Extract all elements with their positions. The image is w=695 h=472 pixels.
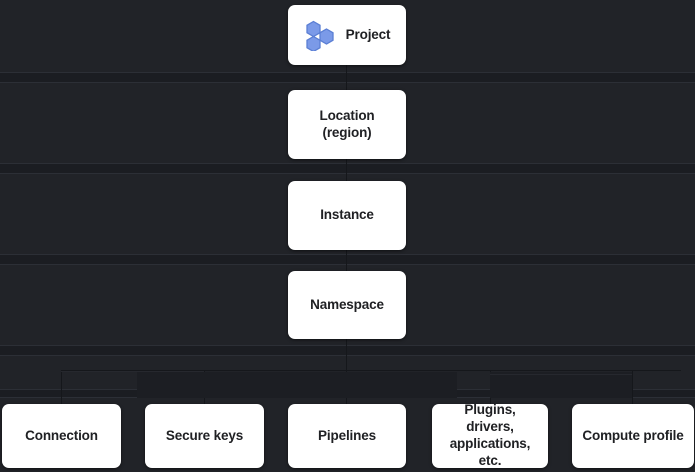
row-separator-band-2 [0,163,695,174]
node-pipelines[interactable]: Pipelines [288,404,406,468]
connector-instance-to-namespace [346,250,347,271]
node-secure-keys[interactable]: Secure keys [145,404,264,468]
node-compute-profile-label: Compute profile [582,427,684,443]
node-project-label: Project [345,26,391,42]
connector-project-to-location [346,65,347,90]
connector-bus-to-secure-keys [204,370,205,404]
row-separator-band-5 [0,389,695,398]
node-namespace-label: Namespace [310,296,384,312]
node-project[interactable]: Project [288,5,406,65]
connector-bus-to-plugins [490,370,491,404]
node-instance-label: Instance [320,207,374,223]
hexagons-project-icon [304,19,336,53]
row-separator-band-3 [0,254,695,265]
row-separator-band-4 [0,345,695,356]
shade-right [490,372,632,398]
node-connection-label: Connection [25,427,98,443]
connector-namespace-to-bus [346,339,347,371]
node-instance[interactable]: Instance [288,181,406,250]
connector-bus-to-pipelines [346,370,347,404]
node-connection[interactable]: Connection [2,404,121,468]
row-separator-band-1 [0,72,695,83]
connector-bus-highlight-left [61,371,204,372]
node-plugins[interactable]: Plugins, drivers, applications, etc. [432,402,548,468]
node-location-label: Location (region) [319,107,375,140]
node-namespace[interactable]: Namespace [288,271,406,339]
connector-bus-horizontal [61,370,681,371]
node-location[interactable]: Location (region) [288,90,406,159]
connector-bus-to-connection [61,370,62,404]
node-secure-keys-label: Secure keys [165,427,244,443]
node-plugins-label: Plugins, drivers, applications, etc. [449,402,531,468]
connector-bus-to-compute-profile [632,370,633,404]
connector-bus-highlight-right [490,374,632,375]
node-pipelines-label: Pipelines [318,427,376,443]
connector-location-to-instance [346,159,347,181]
shade-left [137,372,457,398]
node-compute-profile[interactable]: Compute profile [572,404,694,468]
